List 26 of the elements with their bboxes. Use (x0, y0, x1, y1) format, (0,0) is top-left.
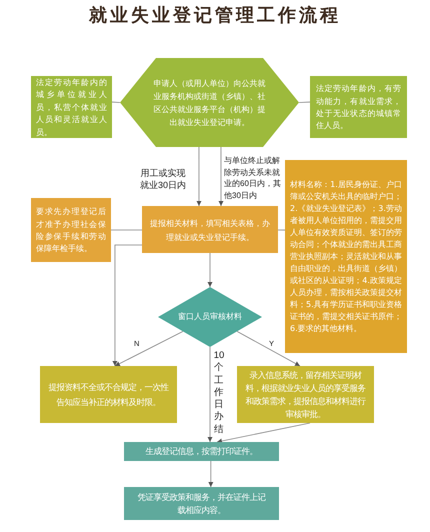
arrow (208, 346, 213, 442)
process-box: 录入信息系统，留存相关证明材料，根据就业失业人员的享受服务和政策需求，提报信息和材料进行审核审批。 (237, 366, 374, 423)
connector-line (298, 102, 310, 103)
hexagon-box: 申请人（或用人单位）向公共就业服务机构或街道（乡镇）、社区公共就业服务平台（机构）提出就业失业登记申请。 (120, 58, 299, 147)
title: 就业失业登记管理工作流程 (88, 4, 342, 28)
arrow (236, 331, 300, 366)
edge-label: 用工或实现就业30日内 (138, 167, 188, 191)
process-box: 提报相关材料，填写相关表格，办理就业或失业登记手续。 (142, 206, 278, 253)
process-box: 生成登记信息，按需打印证件。 (124, 442, 279, 461)
process-box: 提报资料不全或不合规定，一次性告知应当补正的材料及时限。 (40, 366, 177, 423)
edge-label: 与单位终止或解除劳动关系未就业的60日内，其他30日内 (224, 155, 284, 201)
arrow (218, 146, 224, 206)
note-box: 材料名称：1.居民身份证、户口簿或公安机关出具的临时户口；2.《就业失业登记表》；3.劳动者被用人单位招用的，需提交用人单位有效资质证明、签订的劳动合同；个体就业的需出具工商营业执照副本；灵活就业和从事自由职业的，出具街道（乡镇）或社区的从业证明；4.政策规定人员办理，需按相关政策提交材料；5.具有学历证书和职业资格证书的，需提交相关证书原件；6.要求的其他材料。 (285, 160, 407, 353)
edge-label: 10个工作日办结 (213, 350, 225, 436)
arrow (208, 252, 212, 288)
arrow (114, 331, 184, 366)
arrow (216, 422, 310, 444)
decision-diamond: 窗口人员审核材料 (158, 287, 262, 347)
note-box: 法定劳动年龄内的城乡单位就业人员，私营个体就业人员和灵活就业人员。 (31, 76, 112, 138)
arrow (196, 146, 202, 206)
process-box: 凭证享受政策和服务，并在证件上记载相应内容。 (124, 487, 279, 520)
note-box: 法定劳动年龄内，有劳动能力，有就业需求，处于无业状态的城镇常住人员。 (310, 76, 407, 138)
connector-line (112, 102, 120, 103)
note-box: 要求先办理登记后才准予办理社会保险参保手续和劳动保障年检手续。 (31, 198, 111, 262)
arrow (208, 460, 214, 488)
arrow (112, 244, 142, 366)
